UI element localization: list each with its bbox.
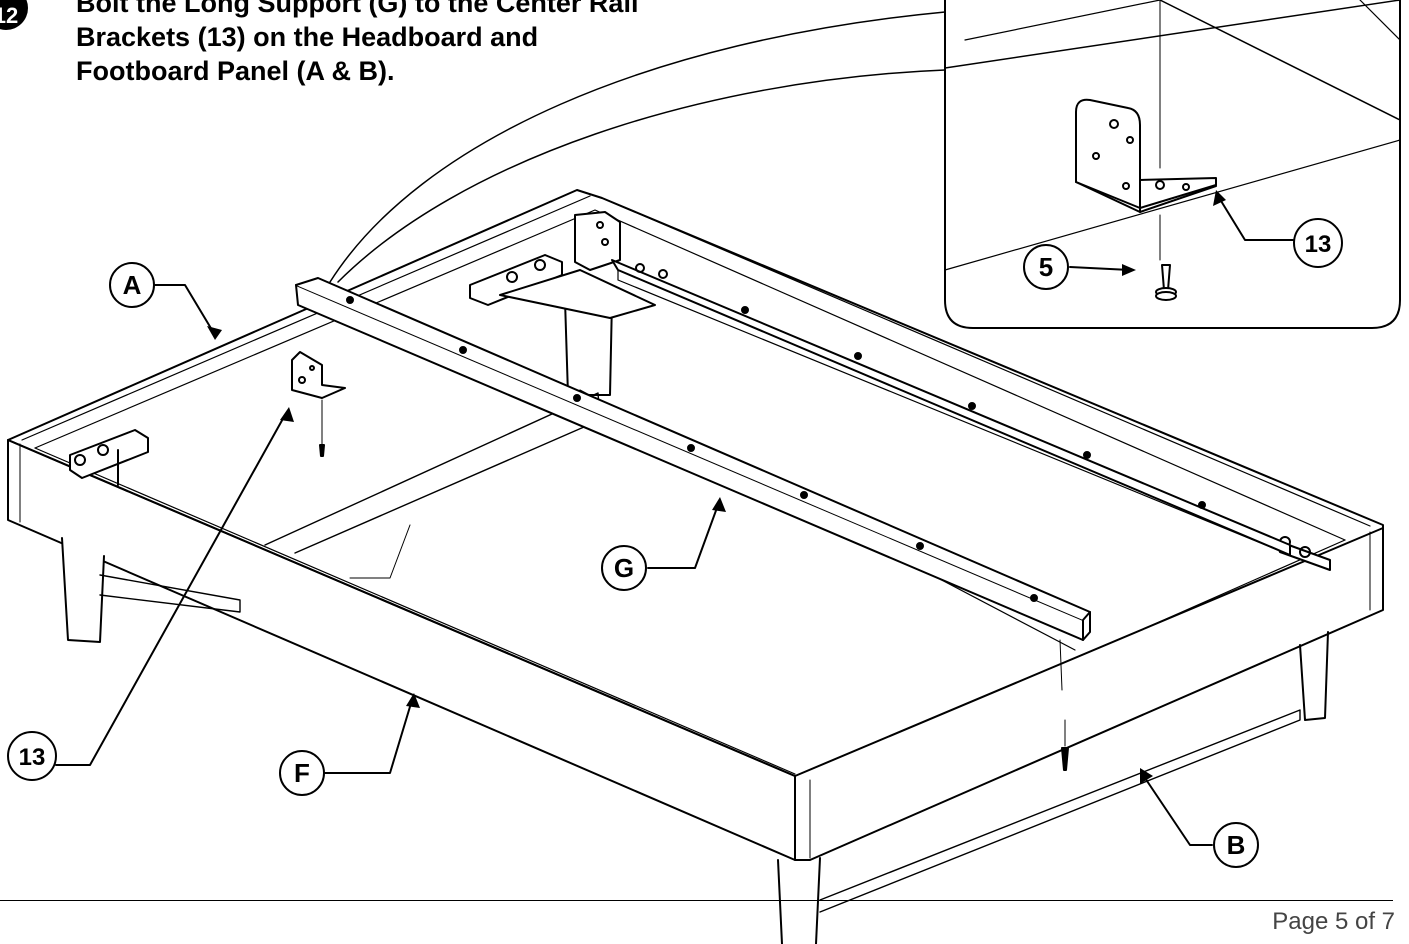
callout-5-inset-circle [1023, 244, 1069, 290]
callout-13-inset-label: 13 [1305, 231, 1332, 258]
callout-f-circle [279, 750, 325, 796]
inset-bracket-13 [1075, 98, 1217, 213]
callout-g-label: G [614, 553, 634, 583]
callout-13-main-circle [7, 731, 57, 781]
inset-screw-5 [1155, 264, 1177, 301]
detail-inset [944, 0, 1401, 329]
instruction-line-3: Footboard Panel (A & B). [76, 56, 395, 86]
bed-frame [7, 189, 1384, 944]
instruction-line-2: Brackets (13) on the Headboard and [76, 22, 539, 52]
callout-b-label: B [1227, 830, 1246, 860]
footboard-b [794, 527, 1384, 861]
footer-divider [0, 900, 1393, 901]
callout-g-circle [601, 545, 647, 591]
callout-a-label: A [123, 270, 142, 300]
callout-5-inset-label: 5 [1039, 252, 1053, 282]
callout-13-main-label: 13 [19, 744, 46, 771]
callouts [7, 218, 1343, 868]
side-rail-f [7, 439, 796, 861]
instruction-text: Bolt the Long Support (G) to the Center … [76, 0, 796, 88]
inset-frame [944, 0, 1401, 329]
main-bracket-13 [291, 351, 346, 457]
callout-b-circle [1213, 822, 1259, 868]
instruction-line-1: Bolt the Long Support (G) to the Center … [76, 0, 639, 18]
callout-13-inset-circle [1293, 218, 1343, 268]
callout-a-circle [109, 262, 155, 308]
page-number: Page 5 of 7 [1272, 908, 1395, 935]
long-support-g [295, 277, 1091, 641]
callout-f-label: F [294, 758, 310, 788]
step-number-badge: 12 [0, 0, 28, 30]
